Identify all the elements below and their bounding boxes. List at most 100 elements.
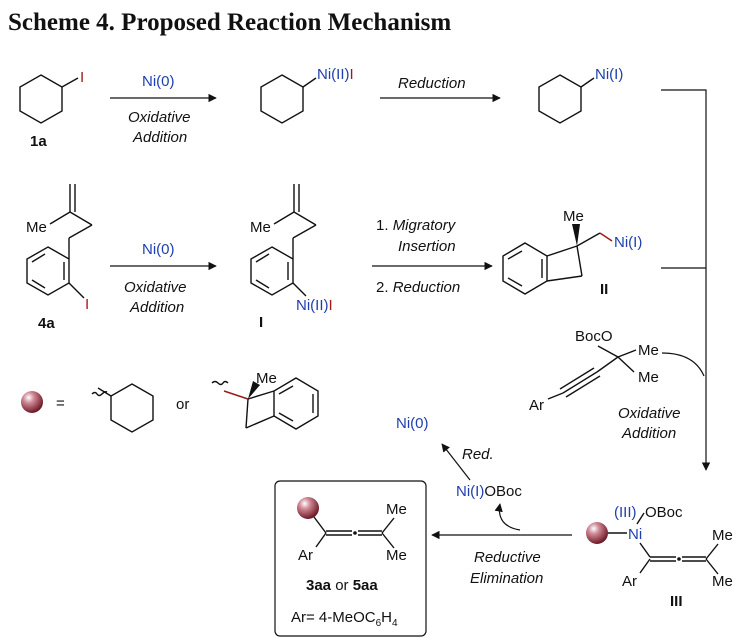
int-ii-methyl: Me <box>563 208 584 225</box>
int-iii-bond-c-ar <box>639 558 651 574</box>
int-i-ni-ii-label: Ni(II) <box>296 297 329 314</box>
product-me2: Me <box>386 547 407 564</box>
step-1-label: 1. Migratory <box>376 217 457 234</box>
iodine-label-4a: I <box>85 296 89 313</box>
int-iii-ox-state: (III) <box>614 504 637 521</box>
int-i-bond-ch2-c <box>293 211 317 226</box>
legend-indane-ring-1 <box>247 390 275 400</box>
product-bond-c-me1 <box>381 517 395 534</box>
product-bond-r-c <box>313 516 327 534</box>
int-i-double-1 <box>255 253 270 263</box>
step-2-label: 2. Reduction <box>376 279 460 296</box>
cycle-ni-i: Ni(I) <box>456 483 484 500</box>
propargyl-triple-1 <box>562 371 598 394</box>
compound-label-1a: 1a <box>30 133 47 150</box>
propargyl-me1: Me <box>638 342 659 359</box>
legend-indane-double-3 <box>278 412 294 422</box>
int-i-bond-ch2-ch2 <box>292 224 317 239</box>
legend-indane-bond-red <box>223 390 249 400</box>
propargyl-me2: Me <box>638 369 659 386</box>
propargyl-bond-c-csp <box>596 356 619 373</box>
product-label-5aa: 5aa <box>353 577 379 594</box>
int-iii-bond-ni-c <box>639 542 651 558</box>
product-labels: 3aa or 5aa <box>306 577 378 594</box>
int-ii-bond-ch2 <box>576 232 601 247</box>
int-i-bond-c-me <box>273 211 295 225</box>
step-label-2a: Oxidative <box>124 279 187 296</box>
propargyl-bond-c-me1 <box>617 349 637 358</box>
step-1-cont-label: Insertion <box>398 238 456 255</box>
bond-c-i <box>61 77 79 88</box>
int-iii-me1: Me <box>712 527 733 544</box>
product-bond-c-me2 <box>381 532 395 549</box>
bond-c-i-4a <box>68 282 85 299</box>
product-label-or: or <box>331 577 353 594</box>
int-iii-me2: Me <box>712 573 733 590</box>
legend-equals: = <box>56 395 65 412</box>
int-iii-bond-ni-o <box>636 512 645 525</box>
cycle-ni0: Ni(0) <box>396 415 429 432</box>
int-i-double-3 <box>255 279 270 289</box>
int-i-bond-c-ni <box>292 282 307 297</box>
double-bond-inner-1 <box>31 253 46 263</box>
legend-indane-ring-2 <box>245 398 249 429</box>
ni-i-label: Ni(I) <box>595 66 623 83</box>
int-iii-ni: Ni <box>628 526 642 543</box>
legend-indane-methyl: Me <box>256 370 277 387</box>
benzene-ring-4a <box>26 246 70 296</box>
reductive-label-a: Reductive <box>474 549 541 566</box>
legend-wavy-bond-1 <box>91 391 108 397</box>
int-iii-oboc: OBoc <box>645 504 683 521</box>
benzene-ring-int-ii <box>502 242 548 295</box>
propargyl-bond-c-me2 <box>617 356 635 373</box>
product-bond-c-ar <box>315 532 327 548</box>
bond-ch2-c <box>69 211 93 226</box>
compound-label-4a: 4a <box>38 315 55 332</box>
legend-or: or <box>176 396 189 413</box>
cycle-oboc: OBoc <box>484 483 522 500</box>
scheme-title: Scheme 4. Proposed Reaction Mechanism <box>8 9 451 36</box>
cyclohexane-ring-niII <box>260 74 304 124</box>
cyclohexane-ring-1a <box>19 74 63 124</box>
reagent-ni0-1: Ni(0) <box>142 73 175 90</box>
reductive-label-b: Elimination <box>470 570 543 587</box>
step-label-2b: Addition <box>129 299 184 316</box>
bond-c-ni-i <box>580 77 595 88</box>
cycle-ni-oboc: Ni(I)OBoc <box>456 483 522 500</box>
int-ii-bond-ch2-ni <box>599 232 613 242</box>
propargyl-bond-o-c <box>597 345 619 358</box>
int-ii-double-1 <box>507 250 523 260</box>
int-i-ni-ii-iodide: Ni(II)I <box>296 297 333 314</box>
product-sphere-icon <box>297 497 319 519</box>
cyclohexane-ring-niI <box>538 74 582 124</box>
propargyl-triple-3 <box>565 375 601 398</box>
int-ii-label: II <box>600 281 608 298</box>
legend-indane-benzene <box>273 377 319 430</box>
product-allene-dot <box>353 531 357 535</box>
int-iii-bond-c-me1 <box>705 543 719 560</box>
int-ii-double-2 <box>507 277 523 287</box>
propargyl-ar: Ar <box>529 397 544 414</box>
reagent-ni0-2: Ni(0) <box>142 241 175 258</box>
double-bond-inner-3 <box>31 279 46 289</box>
step-reduction: Reduction <box>398 75 466 92</box>
int-ii-ring-bond-3 <box>546 275 583 282</box>
product-me1: Me <box>386 501 407 518</box>
arrow-connector-main <box>661 89 711 471</box>
int-iii-bond-c-me2 <box>705 558 719 575</box>
legend-indane-wedge <box>248 381 260 399</box>
legend-indane-ring-3 <box>245 415 275 429</box>
product-label-3aa: 3aa <box>306 577 332 594</box>
product-ar-definition: Ar= 4-MeOC6H4 <box>291 609 398 629</box>
int-iii-sphere-icon <box>586 522 608 544</box>
product-ar: Ar <box>298 547 313 564</box>
propargyl-boco: BocO <box>575 328 613 345</box>
int-ii-wedge-me <box>572 224 580 246</box>
int-i-iodide-label: I <box>329 297 333 314</box>
legend-cyclohexyl-ring <box>110 383 154 433</box>
legend-indane-double-1 <box>278 385 294 395</box>
methyl-label-int-i: Me <box>250 219 271 236</box>
step-label-1b: Addition <box>132 129 187 146</box>
bond-ch2-ch2 <box>68 224 93 239</box>
